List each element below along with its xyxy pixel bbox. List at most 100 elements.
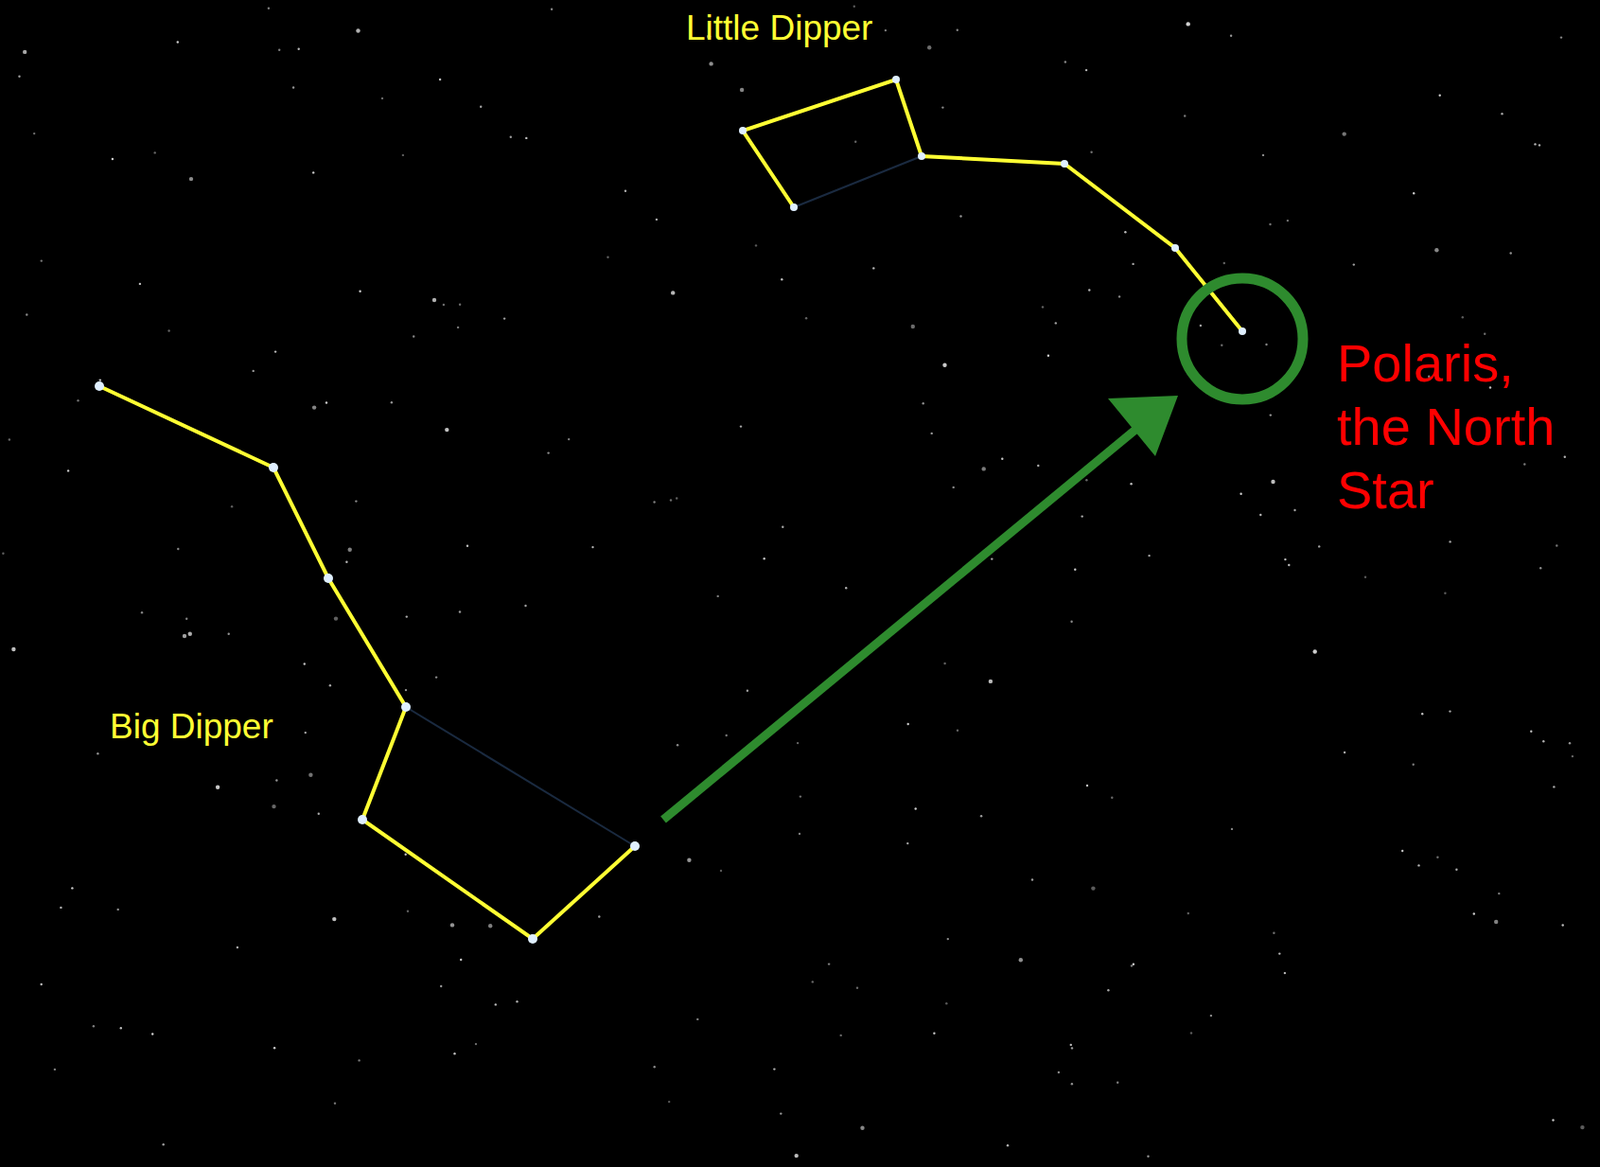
background-star	[1110, 796, 1113, 799]
background-star	[1497, 892, 1500, 895]
background-stars	[1, 5, 1584, 1159]
background-star	[1342, 131, 1347, 136]
background-star	[435, 675, 438, 678]
background-star	[22, 50, 27, 54]
background-star	[853, 5, 856, 8]
background-star	[1116, 1081, 1119, 1084]
background-star	[215, 785, 220, 790]
background-star	[1270, 479, 1275, 484]
background-star	[799, 794, 802, 797]
background-star	[708, 61, 713, 66]
background-star	[906, 842, 909, 844]
background-star	[1401, 849, 1404, 852]
background-star	[911, 324, 915, 329]
background-star	[779, 1111, 782, 1114]
background-star	[167, 329, 170, 332]
background-star	[304, 731, 307, 734]
background-star	[1131, 263, 1134, 265]
background-star	[154, 151, 157, 154]
background-star	[459, 958, 462, 961]
background-star	[597, 914, 600, 917]
background-star	[1090, 151, 1092, 154]
background-star	[669, 498, 672, 501]
background-star	[70, 886, 73, 889]
background-star	[591, 545, 594, 548]
background-star	[524, 604, 527, 607]
background-star	[1107, 988, 1109, 991]
background-star	[1199, 324, 1202, 327]
background-star	[1220, 344, 1223, 347]
background-star	[488, 923, 493, 928]
background-star	[844, 586, 847, 589]
background-star	[99, 378, 102, 381]
background-star	[439, 78, 441, 81]
background-star	[794, 1153, 799, 1158]
background-star	[1037, 464, 1039, 467]
background-star	[1353, 263, 1355, 265]
background-star	[1064, 60, 1067, 63]
background-star	[515, 1000, 518, 1003]
background-star	[117, 908, 120, 911]
background-star	[914, 807, 917, 809]
background-star	[676, 743, 679, 746]
background-star	[856, 986, 859, 989]
background-star	[334, 615, 338, 620]
background-star	[140, 611, 143, 614]
background-star	[303, 662, 306, 665]
background-star	[412, 334, 415, 337]
background-star	[457, 326, 459, 329]
background-star	[1571, 755, 1574, 757]
background-star	[458, 303, 461, 306]
background-star	[275, 778, 278, 781]
background-star	[1555, 544, 1558, 546]
background-star	[1054, 321, 1057, 324]
background-star	[1286, 219, 1289, 222]
background-star	[1436, 856, 1439, 859]
background-star	[1533, 142, 1536, 145]
background-star	[1283, 558, 1286, 561]
background-star	[298, 48, 300, 51]
background-star	[390, 401, 393, 404]
background-star	[1500, 112, 1503, 115]
background-star	[1568, 741, 1571, 744]
background-star	[432, 298, 437, 302]
background-star	[405, 615, 408, 617]
background-star	[1283, 971, 1286, 974]
background-star	[1262, 154, 1265, 157]
background-star	[185, 617, 188, 620]
background-star	[1542, 739, 1545, 742]
background-star	[990, 557, 993, 560]
background-star	[1278, 951, 1281, 954]
background-star	[466, 545, 469, 547]
background-star	[53, 1068, 56, 1071]
background-star	[325, 401, 328, 404]
background-star	[1081, 514, 1084, 517]
background-star	[796, 741, 799, 744]
background-star	[1364, 576, 1367, 579]
faint-line	[405, 706, 635, 846]
constellation-label: Big Dipper	[109, 705, 274, 748]
background-star	[1439, 94, 1442, 97]
background-star	[444, 427, 449, 432]
background-star	[550, 8, 553, 11]
background-star	[805, 316, 808, 319]
background-star	[1580, 1125, 1584, 1129]
star-label: Polaris, the North Star	[1336, 331, 1593, 523]
background-star	[1269, 413, 1272, 416]
little-dipper-lines	[742, 79, 1243, 332]
big-dipper-lines	[99, 386, 635, 939]
background-star	[1417, 863, 1420, 866]
background-star	[952, 486, 955, 489]
background-star	[308, 773, 313, 777]
background-star	[739, 87, 744, 92]
background-star	[1070, 620, 1073, 623]
background-star	[479, 105, 482, 108]
background-star	[1001, 457, 1003, 460]
background-star	[404, 688, 407, 691]
background-star	[1529, 730, 1532, 733]
background-star	[1088, 288, 1091, 291]
background-star	[1085, 69, 1088, 71]
background-star	[1230, 35, 1232, 37]
background-star	[655, 218, 658, 221]
background-star	[1147, 554, 1150, 557]
